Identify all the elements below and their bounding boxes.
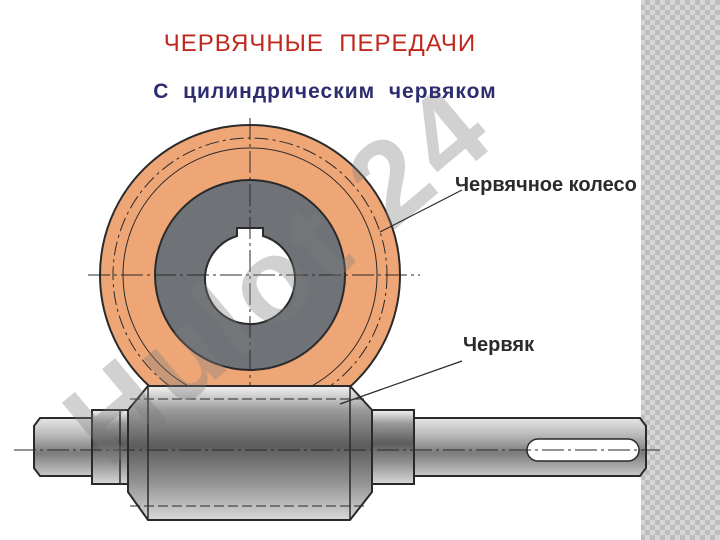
- label-worm-wheel: Червячное колесо: [455, 174, 637, 196]
- slide-subtitle: С цилиндрическим червяком: [153, 80, 497, 103]
- slide-title: ЧЕРВЯЧНЫЕ ПЕРЕДАЧИ: [163, 30, 477, 57]
- worm-wheel: [88, 118, 420, 426]
- label-worm: Червяк: [463, 334, 535, 356]
- leader-line-worm: [339, 360, 463, 405]
- worm-shaft: [14, 385, 660, 521]
- sidebar-pattern: [641, 0, 720, 540]
- leader-line-wheel: [379, 189, 463, 233]
